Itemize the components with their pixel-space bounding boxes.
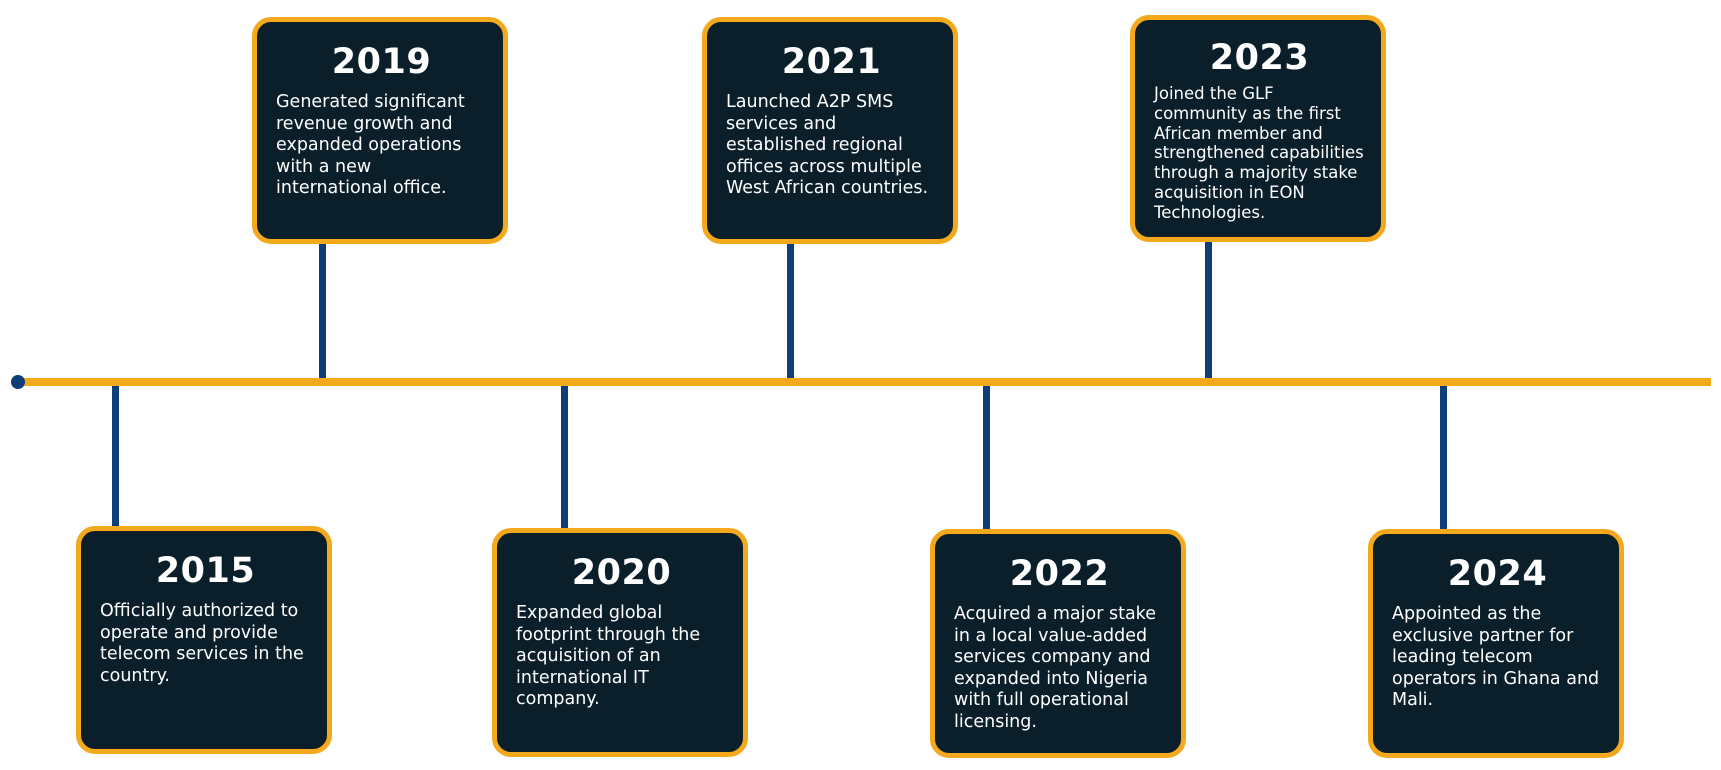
- timeline-card-2015: 2015 Officially authorized to operate an…: [76, 526, 332, 754]
- card-description: Officially authorized to operate and pro…: [100, 601, 304, 686]
- card-description: Appointed as the exclusive partner for l…: [1392, 604, 1600, 710]
- card-description: Expanded global footprint through the ac…: [516, 603, 701, 709]
- timeline-card-2022: 2022 Acquired a major stake in a local v…: [930, 529, 1186, 758]
- card-year: 2023: [1209, 38, 1310, 78]
- card-description: Launched A2P SMS services and establishe…: [726, 92, 929, 198]
- card-year: 2019: [331, 42, 432, 82]
- card-year: 2024: [1447, 554, 1548, 594]
- card-description: Generated significant revenue growth and…: [276, 92, 465, 198]
- timeline-axis: [17, 378, 1711, 386]
- connector-2022: [983, 386, 990, 529]
- timeline-card-2023: 2023 Joined the GLF community as the fir…: [1130, 15, 1386, 242]
- connector-2024: [1440, 386, 1447, 529]
- timeline-start-dot: [11, 375, 25, 389]
- card-year: 2015: [155, 551, 256, 591]
- connector-2019: [319, 242, 326, 378]
- card-description: Joined the GLF community as the first Af…: [1154, 84, 1364, 222]
- connector-2021: [787, 242, 794, 378]
- card-year: 2021: [781, 42, 882, 82]
- timeline-card-2021: 2021 Launched A2P SMS services and estab…: [702, 17, 958, 244]
- timeline-card-2020: 2020 Expanded global footprint through t…: [492, 528, 748, 757]
- connector-2023: [1205, 240, 1212, 378]
- timeline-card-2019: 2019 Generated significant revenue growt…: [252, 17, 508, 244]
- connector-2020: [561, 386, 568, 528]
- card-year: 2022: [1009, 554, 1110, 594]
- card-year: 2020: [571, 553, 672, 593]
- card-description: Acquired a major stake in a local value-…: [954, 604, 1156, 732]
- connector-2015: [112, 386, 119, 526]
- timeline-card-2024: 2024 Appointed as the exclusive partner …: [1368, 529, 1624, 758]
